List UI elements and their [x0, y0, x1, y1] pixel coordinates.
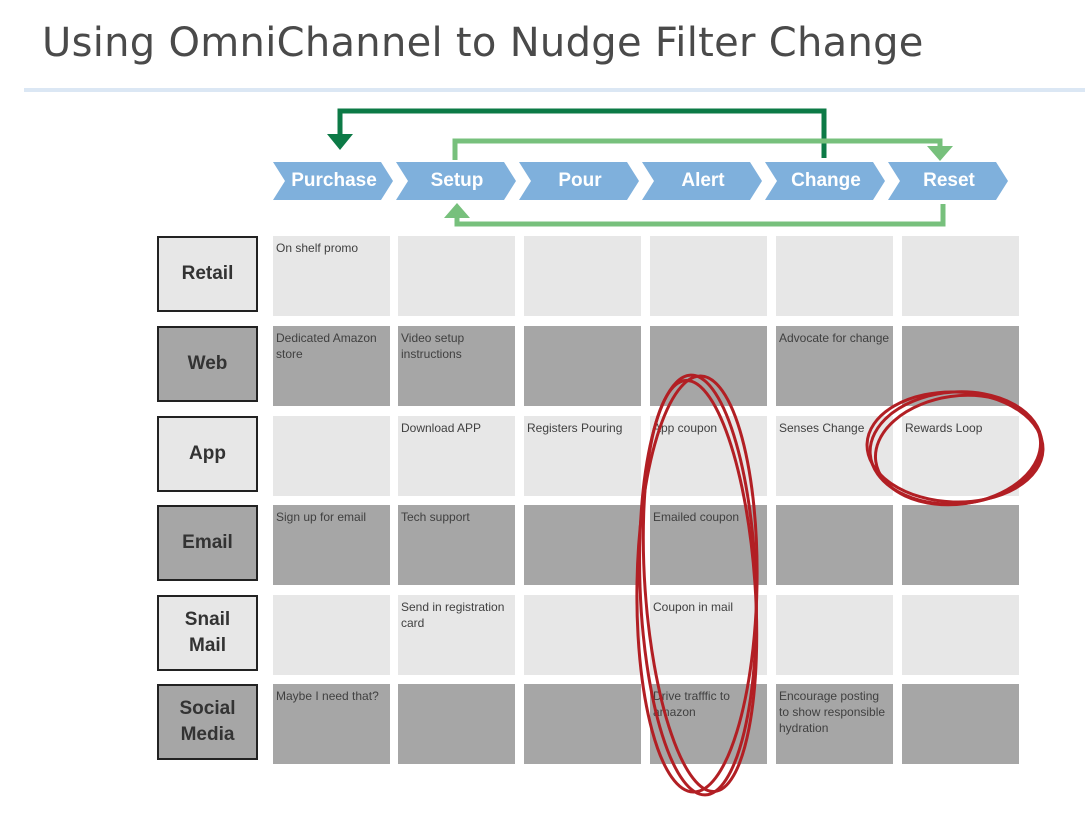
page-title: Using OmniChannel to Nudge Filter Change: [42, 20, 924, 66]
grid-cell: Encourage posting to show responsible hy…: [776, 684, 893, 764]
arrow-change-to-purchase: [327, 108, 827, 158]
chevron-reset: [888, 162, 1008, 200]
grid-cell: [902, 595, 1019, 675]
chevron-setup: [396, 162, 516, 200]
stage-label-reset: Reset: [923, 170, 975, 191]
chevron-purchase: [273, 162, 393, 200]
grid-cell: [524, 326, 641, 406]
grid-cell: Dedicated Amazon store: [273, 326, 390, 406]
grid-cell: [902, 684, 1019, 764]
chevron-pour: [519, 162, 639, 200]
grid-cell: [524, 595, 641, 675]
grid-cell: Coupon in mail: [650, 595, 767, 675]
grid-cell: Registers Pouring: [524, 416, 641, 496]
stage-label-alert: Alert: [681, 170, 725, 191]
grid-cell: On shelf promo: [273, 236, 390, 316]
title-divider: [24, 88, 1085, 92]
stage-label-change: Change: [791, 170, 861, 191]
row-label-email: Email: [157, 505, 258, 581]
grid-cell: [902, 326, 1019, 406]
arrow-reset-to-setup: [444, 203, 946, 227]
chevron-alert: [642, 162, 762, 200]
grid-cell: Sign up for email: [273, 505, 390, 585]
chevron-change: [765, 162, 885, 200]
grid-cell: [398, 236, 515, 316]
grid-cell: [524, 505, 641, 585]
stage-label-pour: Pour: [558, 170, 602, 191]
grid-cell: [650, 236, 767, 316]
grid-cell: [524, 236, 641, 316]
grid-cell: Maybe I need that?: [273, 684, 390, 764]
grid-cell: [650, 326, 767, 406]
grid-cell: Advocate for change: [776, 326, 893, 406]
grid-cell: [776, 236, 893, 316]
grid-cell: Drive trafffic to amazon: [650, 684, 767, 764]
grid-cell: Senses Change: [776, 416, 893, 496]
grid-cell: [902, 505, 1019, 585]
chevron-row: [273, 162, 1008, 200]
grid-cell: Download APP: [398, 416, 515, 496]
row-label-app: App: [157, 416, 258, 492]
grid-cell: [776, 595, 893, 675]
row-label-web: Web: [157, 326, 258, 402]
grid-cell: [273, 416, 390, 496]
grid-cell: Tech support: [398, 505, 515, 585]
grid-cell: [902, 236, 1019, 316]
grid-cell: [273, 595, 390, 675]
stage-label-purchase: Purchase: [291, 170, 377, 191]
grid-cell: [776, 505, 893, 585]
grid-cell: App coupon: [650, 416, 767, 496]
grid-cell: Emailed coupon: [650, 505, 767, 585]
arrow-setup-to-reset: [452, 138, 953, 161]
grid-cell: Video setup instructions: [398, 326, 515, 406]
grid-cell: Send in registration card: [398, 595, 515, 675]
grid-cell: [398, 684, 515, 764]
grid-cell: [524, 684, 641, 764]
stage-label-setup: Setup: [430, 170, 484, 191]
grid-cell: Rewards Loop: [902, 416, 1019, 496]
row-label-retail: Retail: [157, 236, 258, 312]
